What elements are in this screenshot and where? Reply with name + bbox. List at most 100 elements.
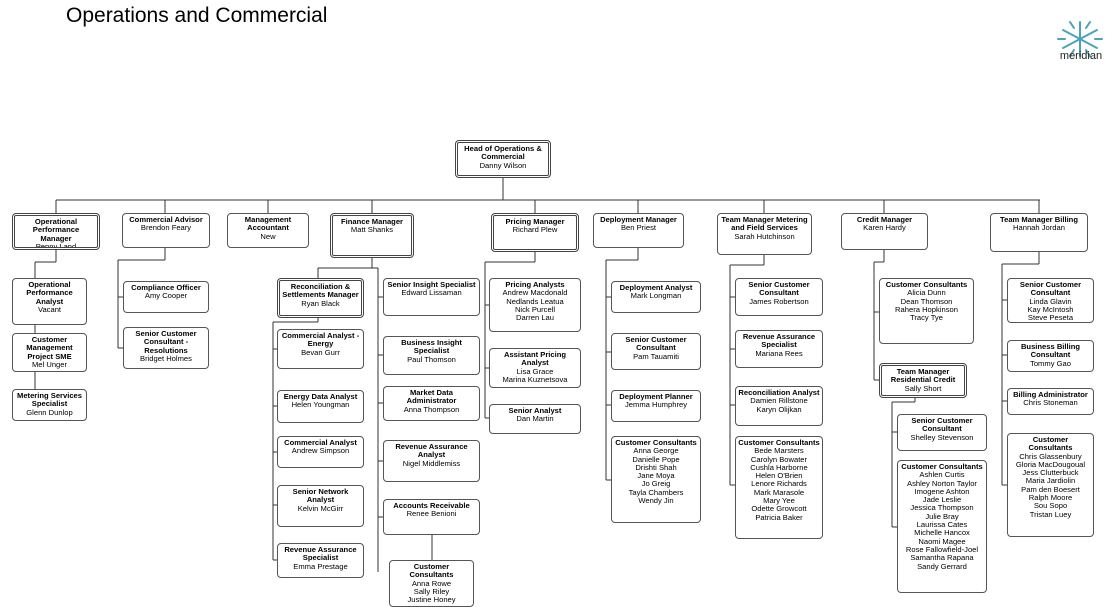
position-title: Deployment Manager <box>600 215 677 224</box>
person-name: Maria Jardiolin <box>1025 476 1076 486</box>
person-name: Nigel Middlemiss <box>402 458 461 468</box>
person-name: Jessica Thompson <box>910 503 974 513</box>
position-title: Accounts Receivable <box>393 501 470 510</box>
position-title: Senior Customer Consultant <box>911 416 973 434</box>
position-title: Revenue Assurance Analyst <box>395 442 468 460</box>
person-name: James Robertson <box>749 296 809 306</box>
person-name: Karen Hardy <box>863 223 906 233</box>
person-name: Karyn Olijkan <box>756 404 802 414</box>
person-name: Naomi Magee <box>918 536 966 546</box>
position-title: Customer Consultants <box>738 438 820 447</box>
person-name: Patricia Baker <box>755 512 803 522</box>
person-name: Ashley Norton Taylor <box>907 478 977 488</box>
position-title: Compliance Officer <box>131 283 201 292</box>
person-name: Tristan Luey <box>1029 509 1072 519</box>
person-name: Odette Growcott <box>751 504 807 514</box>
person-name: Jane Moya <box>637 471 675 481</box>
person-name: Pam den Boesert <box>1021 484 1080 494</box>
person-name: Cushla Harborne <box>750 462 808 472</box>
person-name: Mariana Rees <box>755 348 803 358</box>
position-title: Customer Management Project SME <box>26 335 73 361</box>
position-title: Team Manager Billing <box>1000 215 1078 224</box>
position-title: Billing Administrator <box>1013 390 1088 399</box>
position-title: Commercial Advisor <box>129 215 203 224</box>
position-title: Customer Consultants <box>615 438 697 447</box>
position-title: Energy Data Analyst <box>283 392 358 401</box>
position-title: Revenue Assurance Specialist <box>742 332 816 350</box>
person-name: Dan Martin <box>516 414 554 424</box>
person-name: Danny Wilson <box>479 160 527 170</box>
person-name: Linda Glavin <box>1029 296 1072 306</box>
person-name: Chris Stoneman <box>1023 398 1078 408</box>
position-title: Head of Operations & Commercial <box>464 144 542 162</box>
person-name: Bede Marsters <box>754 446 804 456</box>
person-name: Ralph Moore <box>1028 493 1073 503</box>
person-name: Tommy Gao <box>1030 358 1071 368</box>
person-name: Brendon Feary <box>140 223 192 233</box>
position-title: Reconciliation Analyst <box>738 388 820 397</box>
person-name: Gloria MacDougoual <box>1015 459 1086 469</box>
person-name: Sarah Hutchinson <box>734 231 795 241</box>
person-name: Shelley Stevenson <box>910 432 974 442</box>
person-name: Wendy Jin <box>638 496 674 506</box>
person-name: Steve Peseta <box>1027 313 1074 323</box>
person-name: Tayla Chambers <box>628 487 684 497</box>
position-title: Assistant Pricing Analyst <box>503 350 567 368</box>
position-title: Senior Customer Consultant <box>625 335 687 353</box>
person-name: Mark Longman <box>630 291 682 301</box>
person-name: Imogene Ashton <box>914 486 970 496</box>
person-name: Sally Riley <box>413 586 450 596</box>
position-title: Finance Manager <box>340 217 404 226</box>
position-title: Operational Performance Analyst <box>26 280 73 306</box>
position-title: Metering Services Specialist <box>17 391 82 409</box>
person-name: Richard Plew <box>512 225 558 235</box>
position-title: Business Billing Consultant <box>1020 342 1081 360</box>
person-name: Julie Bray <box>925 511 959 521</box>
position-title: Deployment Analyst <box>619 283 693 292</box>
person-name: Sally Short <box>904 383 942 393</box>
logo-text: meridian <box>1059 50 1103 62</box>
position-title: Market Data Administrator <box>406 388 457 406</box>
person-name: Jo Greig <box>641 479 671 489</box>
position-title: Senior Analyst <box>508 406 562 415</box>
position-title: Commercial Analyst <box>284 438 357 447</box>
position-title: Team Manager Metering and Field Services <box>721 215 808 233</box>
position-title: Customer Consultants <box>409 562 454 580</box>
person-name: Ashlen Curtis <box>919 470 965 480</box>
person-name: Nick Purcell <box>514 304 556 314</box>
person-name: Carolyn Bowater <box>750 454 808 464</box>
person-name: Kay McIntosh <box>1027 304 1074 314</box>
person-name: Jemma Humphrey <box>624 400 688 410</box>
person-name: Rose Fallowfield-Joel <box>905 544 979 554</box>
person-name: Samantha Rapana <box>910 553 974 563</box>
person-name: Sandy Gerrard <box>917 561 967 571</box>
person-name: Bevan Gurr <box>301 347 340 357</box>
person-name: Paul Thomson <box>407 354 456 364</box>
person-name: Tracy Tye <box>910 313 943 323</box>
position-title: Commercial Analyst - Energy <box>281 331 360 349</box>
person-name: Anna George <box>633 446 679 456</box>
person-name: Rahera Hopkinson <box>895 304 958 314</box>
person-name: Dean Thomson <box>900 296 953 306</box>
position-title: Deployment Planner <box>619 392 693 401</box>
person-name: Andrew Simpson <box>291 446 350 456</box>
